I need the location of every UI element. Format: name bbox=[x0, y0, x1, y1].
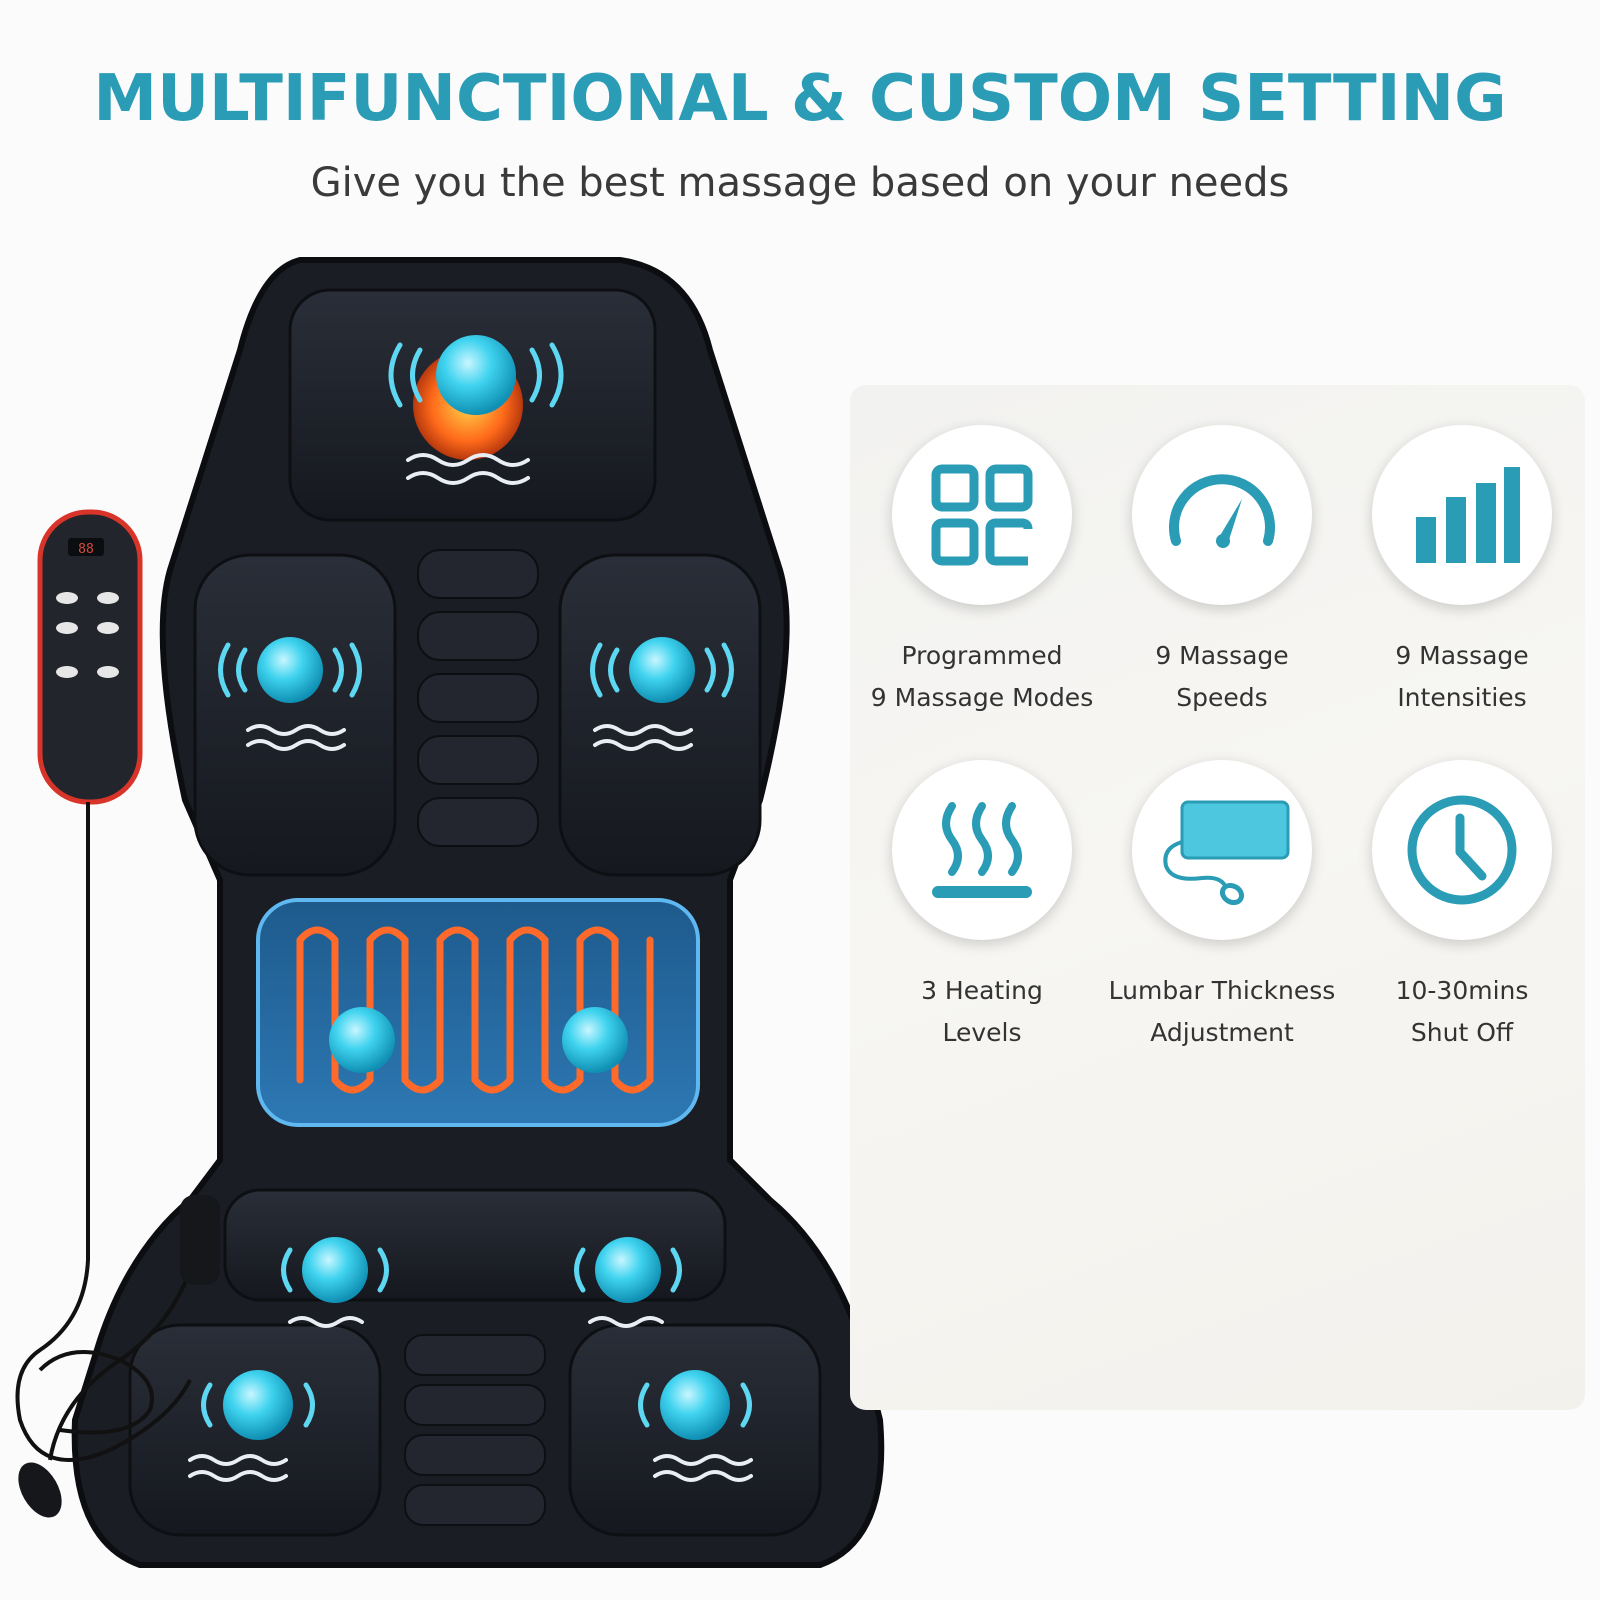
page-subtitle: Give you the best massage based on your … bbox=[310, 160, 1290, 206]
grid-modes-icon bbox=[931, 464, 1033, 566]
feature-heating: 3 Heating Levels bbox=[862, 760, 1102, 1054]
lumbar-pump-icon bbox=[1163, 800, 1290, 906]
feature-circle bbox=[1372, 760, 1552, 940]
remote-display: 88 bbox=[78, 542, 94, 557]
feature-timer: 10-30mins Shut Off bbox=[1342, 760, 1582, 1054]
clock-icon bbox=[1407, 795, 1517, 905]
feature-lumbar: Lumbar Thickness Adjustment bbox=[1102, 760, 1342, 1054]
feature-circle bbox=[892, 425, 1072, 605]
heat-waves-icon bbox=[932, 802, 1032, 898]
feature-label: 9 Massage Intensities bbox=[1395, 641, 1529, 712]
feature-circle bbox=[1132, 760, 1312, 940]
feature-circle bbox=[1132, 425, 1312, 605]
feature-speeds: 9 Massage Speeds bbox=[1102, 425, 1342, 719]
feature-circle bbox=[1372, 425, 1552, 605]
feature-label: Programmed 9 Massage Modes bbox=[870, 641, 1094, 712]
feature-label: Lumbar Thickness Adjustment bbox=[1108, 976, 1336, 1047]
bar-chart-icon bbox=[1416, 467, 1520, 563]
page-title: MULTIFUNCTIONAL & CUSTOM SETTING bbox=[93, 62, 1507, 136]
feature-label: 10-30mins Shut Off bbox=[1395, 976, 1529, 1047]
feature-modes: Programmed 9 Massage Modes bbox=[862, 425, 1102, 719]
feature-circle bbox=[892, 760, 1072, 940]
massage-cushion-image: 88 bbox=[15, 257, 885, 1568]
remote-control bbox=[37, 509, 143, 805]
feature-label: 3 Heating Levels bbox=[921, 976, 1043, 1047]
feature-intensities: 9 Massage Intensities bbox=[1342, 425, 1582, 719]
speedometer-icon bbox=[1169, 474, 1275, 548]
feature-label: 9 Massage Speeds bbox=[1155, 641, 1289, 712]
